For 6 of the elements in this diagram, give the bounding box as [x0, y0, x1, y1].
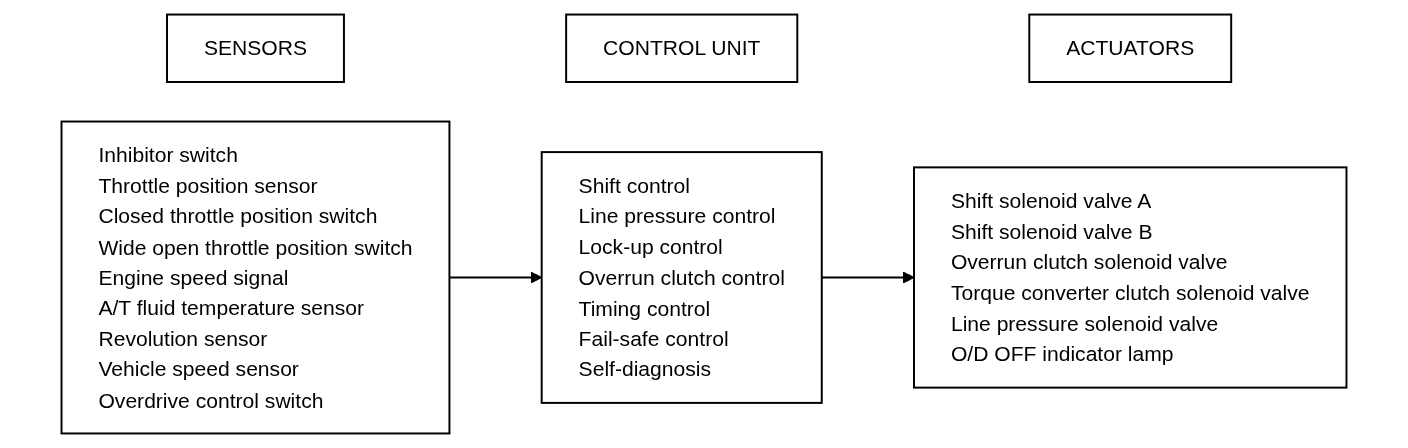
node-box: Shift control Line pressure control Lock-up control Overrun clutch control Timing control Fail-safe control Self-diagnosis: [540, 151, 823, 404]
node-box: CONTROL UNIT: [565, 13, 799, 83]
node-box: ACTUATORS: [1028, 13, 1233, 83]
node-box: Inhibitor switch Throttle position sensor Closed throttle position switch Wide open throttle position switch Engine speed signal A/T fluid temperature sensor Revolution sensor Vehicle speed sensor Overdrive control switch: [60, 120, 451, 435]
node-box: Shift solenoid valve A Shift solenoid valve B Overrun clutch solenoid valve Torque converter clutch solenoid valve Line pressure solenoid valve O/D OFF indicator lamp: [913, 166, 1348, 389]
node-box: SENSORS: [166, 13, 345, 83]
